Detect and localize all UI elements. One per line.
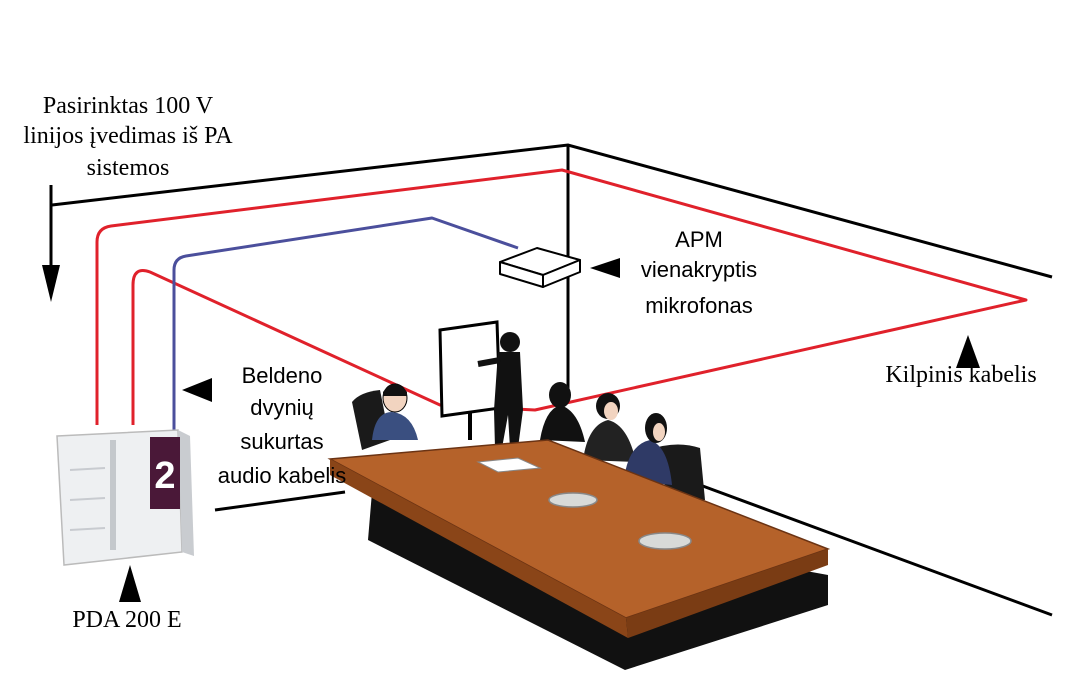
label-belden-line-1: Beldeno	[242, 363, 323, 388]
audio-cable-path	[172, 216, 519, 430]
label-belden-line-2: dvynių	[250, 395, 314, 420]
table-edge-front	[330, 459, 628, 638]
hearing-loop-icon: 2	[154, 455, 175, 497]
conference-table	[327, 439, 831, 670]
label-device: PDA 200 E	[72, 607, 181, 633]
attendee-left	[372, 383, 418, 440]
table-microphone-1	[548, 492, 598, 508]
label-pa-input-line-1: Pasirinktas 100 V	[43, 93, 214, 119]
label-apm-line-1: APM	[675, 227, 723, 252]
label-belden-line-3: sukurtas	[240, 429, 323, 454]
floor-right-edge	[699, 483, 1053, 617]
paper-sheet	[476, 457, 542, 473]
device-arrow	[119, 565, 141, 602]
audio-cable	[172, 216, 519, 430]
belden-arrow	[182, 378, 212, 402]
label-pa-input-line-2: linijos įvedimas iš PA	[23, 123, 233, 149]
label-pa-input: Pasirinktas 100 V linijos įvedimas iš PA…	[23, 93, 233, 181]
floor-left-edge	[214, 490, 346, 512]
label-apm-line-3: mikrofonas	[645, 293, 753, 318]
label-belden: Beldeno dvynių sukurtas audio kabelis	[218, 363, 346, 488]
loop-cable	[95, 168, 1028, 425]
label-belden-line-4: audio kabelis	[218, 463, 346, 488]
device-panel	[150, 437, 180, 509]
room-outline	[51, 143, 1053, 617]
flipchart	[438, 320, 502, 440]
apm-microphone	[499, 247, 581, 288]
apm-arrow	[590, 258, 620, 278]
label-pa-input-line-3: sistemos	[87, 155, 170, 181]
loop-cable-path	[95, 168, 1028, 425]
pda-200e-device: 2	[56, 429, 194, 566]
label-apm: APM vienakryptis mikrofonas	[641, 227, 757, 318]
pa-input-arrow	[42, 185, 60, 302]
label-loop-cable: Kilpinis kabelis	[885, 362, 1036, 388]
label-apm-line-2: vienakryptis	[641, 257, 757, 282]
table-microphone-2	[638, 532, 692, 550]
presenter-figure	[477, 332, 523, 448]
table-edge-side	[626, 549, 828, 638]
loop-cable-arrow	[956, 335, 980, 368]
